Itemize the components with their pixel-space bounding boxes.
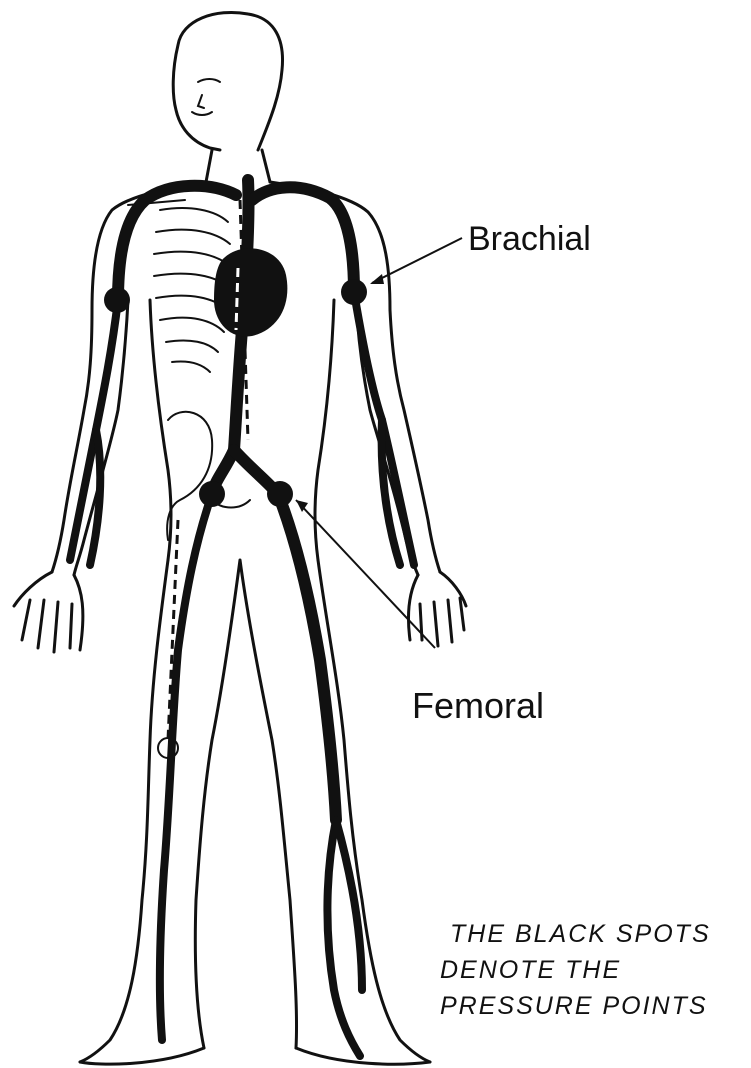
right-brachial-point bbox=[341, 279, 367, 305]
feet bbox=[80, 1048, 430, 1064]
torso-side-left bbox=[74, 300, 171, 575]
head-outline bbox=[173, 12, 282, 150]
brachial-arrowhead bbox=[370, 274, 384, 284]
left-brachial-point bbox=[104, 287, 130, 313]
right-leg-artery bbox=[278, 494, 336, 820]
body-outline bbox=[14, 12, 466, 1064]
left-leg-outline bbox=[80, 560, 168, 1062]
right-femoral-point bbox=[267, 481, 293, 507]
face-detail bbox=[192, 79, 220, 115]
caption: THE BLACK SPOTS DENOTE THE PRESSURE POIN… bbox=[440, 920, 711, 1020]
right-hand bbox=[408, 572, 466, 646]
left-femoral-point bbox=[199, 481, 225, 507]
inner-legs bbox=[195, 560, 296, 1048]
brachial-label: Brachial bbox=[468, 220, 591, 258]
neck-outline bbox=[206, 150, 270, 182]
caption-line-2: DENOTE THE bbox=[440, 956, 621, 984]
femoral-label: Femoral bbox=[412, 685, 544, 726]
caption-line-3: PRESSURE POINTS bbox=[440, 992, 708, 1020]
heart bbox=[214, 248, 287, 336]
left-hand bbox=[14, 572, 83, 652]
caption-line-1: THE BLACK SPOTS bbox=[450, 920, 711, 948]
left-leg-artery bbox=[160, 494, 212, 1040]
